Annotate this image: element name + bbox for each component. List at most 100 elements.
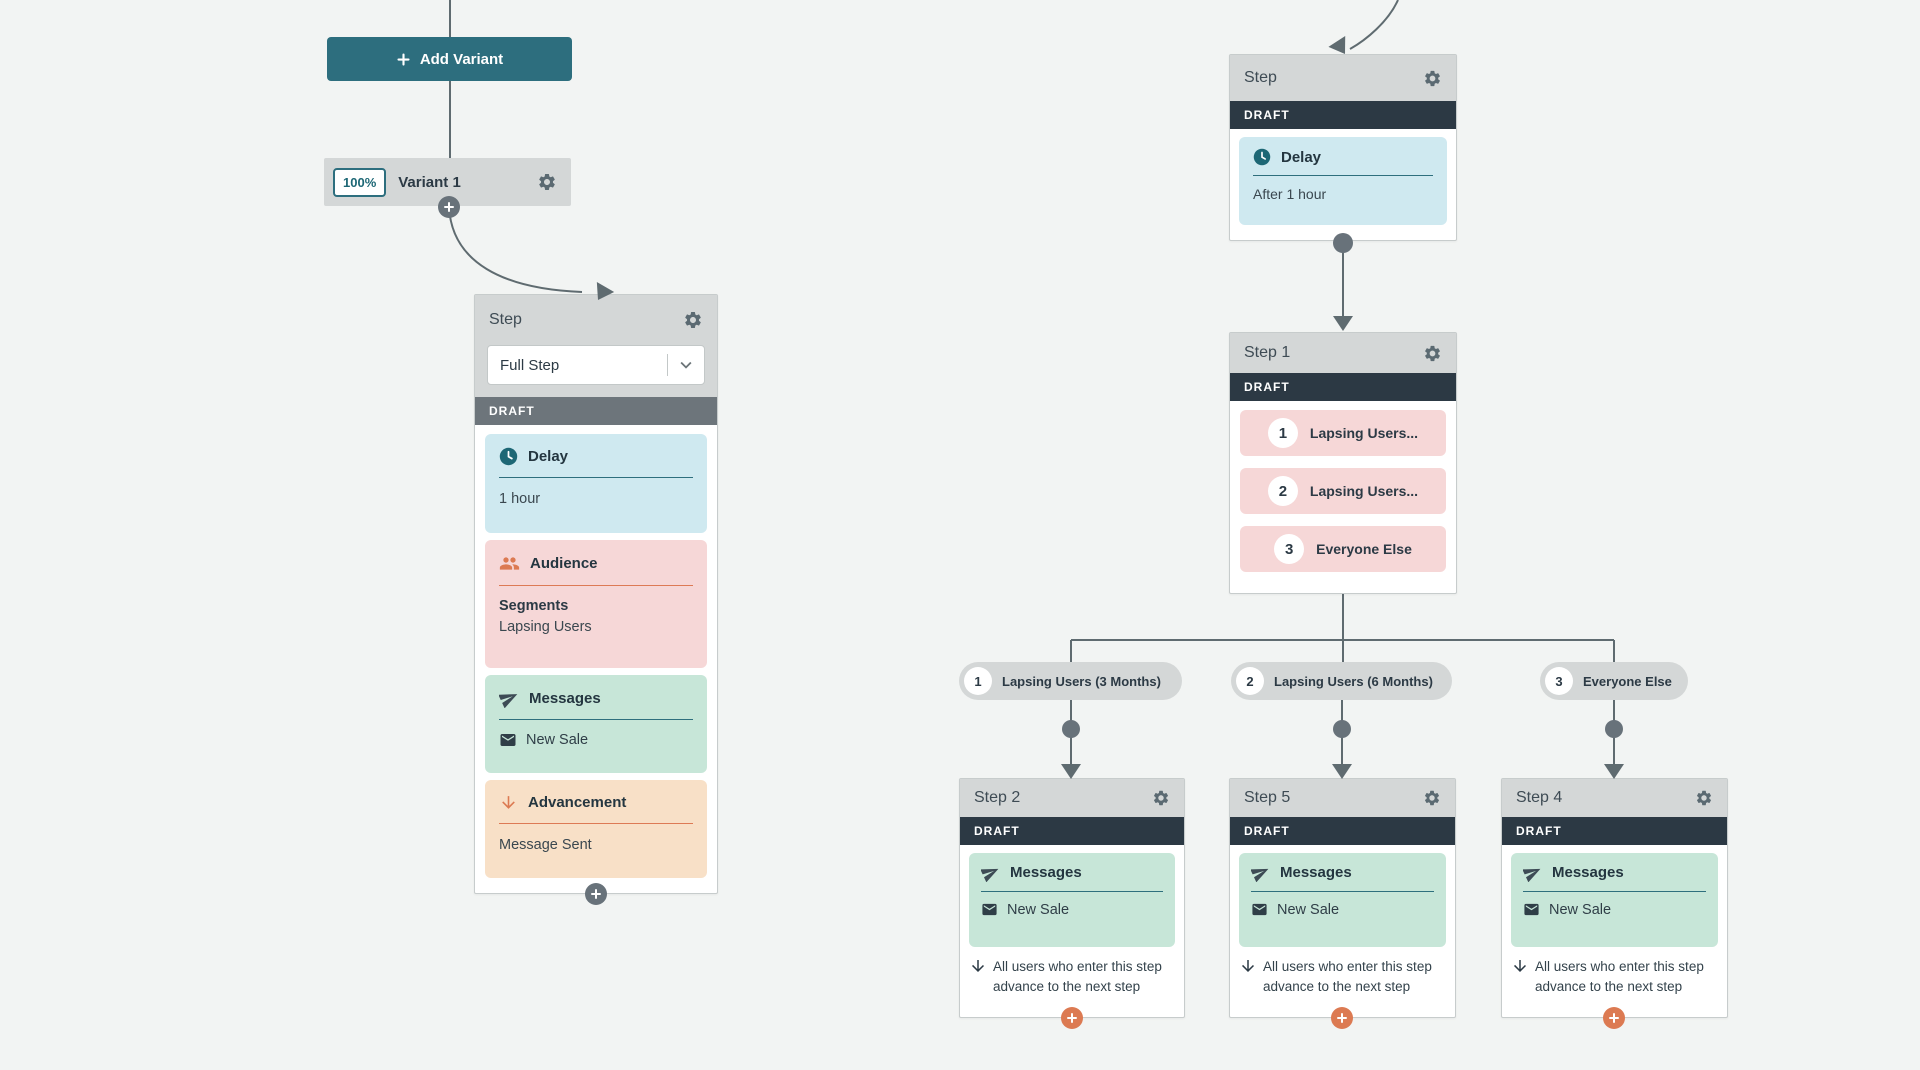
plus-icon	[397, 52, 410, 66]
add-step-after-step4-button[interactable]	[1603, 1007, 1625, 1029]
messages-value: New Sale	[526, 732, 589, 748]
envelope-icon	[982, 903, 997, 916]
arrow-down-icon	[972, 960, 984, 972]
step-settings-button[interactable]	[1423, 69, 1442, 88]
delay-title: Delay	[528, 448, 569, 465]
section-divider	[499, 823, 693, 824]
branch-label: Lapsing Users...	[1309, 483, 1419, 499]
gear-icon	[1425, 70, 1440, 86]
delay-section[interactable]: Delay After 1 hour	[1239, 137, 1447, 225]
clock-icon	[1253, 148, 1271, 166]
envelope-icon	[1524, 903, 1539, 916]
branch-label: Everyone Else	[1316, 541, 1412, 557]
gear-icon	[539, 174, 555, 190]
split-branch-row[interactable]: 2 Lapsing Users...	[1240, 468, 1446, 514]
plus-icon	[1609, 1013, 1619, 1023]
delay-value: 1 hour	[499, 491, 541, 507]
arrow-down-icon	[1242, 960, 1254, 972]
branch-chip-2[interactable]: 2 Lapsing Users (6 Months)	[1231, 662, 1452, 700]
step-settings-button[interactable]	[1152, 789, 1170, 807]
section-divider	[499, 477, 693, 478]
gear-icon	[1696, 790, 1712, 806]
full-step-card-header: Step Full Step	[475, 295, 717, 397]
advance-note: All users who enter this step advance to…	[1502, 947, 1727, 996]
messages-section[interactable]: Messages New Sale	[1511, 853, 1718, 947]
message-step-card-2: Step 2 DRAFT Messages New Sale All user	[959, 778, 1185, 1018]
section-divider	[981, 891, 1163, 892]
paper-plane-icon	[499, 694, 518, 708]
variant-percent-badge: 100%	[333, 167, 387, 197]
plus-icon	[591, 889, 601, 899]
messages-section[interactable]: Messages New Sale	[485, 675, 707, 773]
advance-note: All users who enter this step advance to…	[960, 947, 1184, 996]
message-step-card-4: Step 4 DRAFT Messages New Sale All user	[1501, 778, 1728, 1018]
full-step-card: Step Full Step DRAFT Delay	[474, 294, 718, 894]
step-type-value: Full Step	[500, 356, 560, 374]
gear-icon	[1424, 790, 1440, 806]
step-settings-button[interactable]	[1423, 789, 1441, 807]
branch-number: 1	[964, 667, 992, 695]
add-step-after-variant-button[interactable]	[438, 196, 460, 218]
audience-section[interactable]: Audience Segments Lapsing Users	[485, 540, 707, 668]
branch-label: Lapsing Users...	[1309, 425, 1419, 441]
split-branch-row[interactable]: 1 Lapsing Users...	[1240, 410, 1446, 456]
variant-settings-button[interactable]	[537, 172, 557, 192]
messages-title: Messages	[529, 689, 601, 707]
chevron-down-icon	[680, 361, 692, 369]
messages-value: New Sale	[1277, 901, 1340, 918]
status-badge: DRAFT	[1230, 101, 1456, 129]
paper-plane-icon	[1251, 868, 1269, 882]
section-divider	[1253, 175, 1433, 176]
envelope-icon	[500, 734, 516, 746]
messages-title: Messages	[1280, 864, 1352, 881]
split-branch-row[interactable]: 3 Everyone Else	[1240, 526, 1446, 572]
messages-title: Messages	[1010, 864, 1082, 881]
branch-number: 3	[1545, 667, 1573, 695]
add-step-after-step5-button[interactable]	[1331, 1007, 1353, 1029]
status-badge: DRAFT	[1502, 817, 1727, 845]
messages-section[interactable]: Messages New Sale	[1239, 853, 1446, 947]
status-badge: DRAFT	[1230, 373, 1456, 401]
step-title: Step	[1244, 69, 1277, 86]
arrow-down-icon	[1514, 960, 1526, 972]
step-title: Step 1	[1244, 344, 1291, 361]
add-step-after-full-step-button[interactable]	[585, 883, 607, 905]
plus-icon	[1337, 1013, 1347, 1023]
delay-section[interactable]: Delay 1 hour	[485, 434, 707, 533]
add-variant-button[interactable]: Add Variant	[327, 37, 572, 81]
advancement-title: Advancement	[528, 794, 627, 811]
plus-icon	[444, 202, 454, 212]
section-divider	[1251, 891, 1434, 892]
step-settings-button[interactable]	[1695, 789, 1713, 807]
advance-note-text: All users who enter this step advance to…	[1535, 959, 1704, 994]
step-title: Step	[489, 311, 522, 328]
branch-chip-label: Lapsing Users (6 Months)	[1274, 673, 1433, 689]
messages-title: Messages	[1552, 864, 1624, 881]
section-divider	[1523, 891, 1706, 892]
gear-icon	[1153, 790, 1169, 806]
messages-section[interactable]: Messages New Sale	[969, 853, 1175, 947]
envelope-icon	[1252, 903, 1267, 916]
step-type-select[interactable]: Full Step	[487, 345, 705, 385]
connector-top-to-delay-step-curve	[1349, 0, 1399, 50]
step-settings-button[interactable]	[1423, 344, 1442, 363]
connector-variant-to-step-curve	[448, 206, 583, 293]
select-divider	[667, 354, 668, 376]
advancement-section[interactable]: Advancement Message Sent	[485, 780, 707, 878]
add-step-after-step2-button[interactable]	[1061, 1007, 1083, 1029]
branch-chip-1[interactable]: 1 Lapsing Users (3 Months)	[959, 662, 1182, 700]
messages-value: New Sale	[1007, 901, 1070, 918]
paper-plane-icon	[1523, 868, 1541, 882]
branch-number: 2	[1267, 476, 1298, 506]
branch-chip-label: Lapsing Users (3 Months)	[1002, 673, 1161, 689]
section-divider	[499, 719, 693, 720]
step-title: Step 5	[1244, 789, 1291, 806]
step-settings-button[interactable]	[683, 310, 703, 330]
advance-note: All users who enter this step advance to…	[1230, 947, 1455, 996]
branch-chip-3[interactable]: 3 Everyone Else	[1540, 662, 1688, 700]
arrow-down-icon	[502, 796, 515, 809]
audience-value: Lapsing Users	[499, 619, 592, 635]
status-badge: DRAFT	[1230, 817, 1455, 845]
